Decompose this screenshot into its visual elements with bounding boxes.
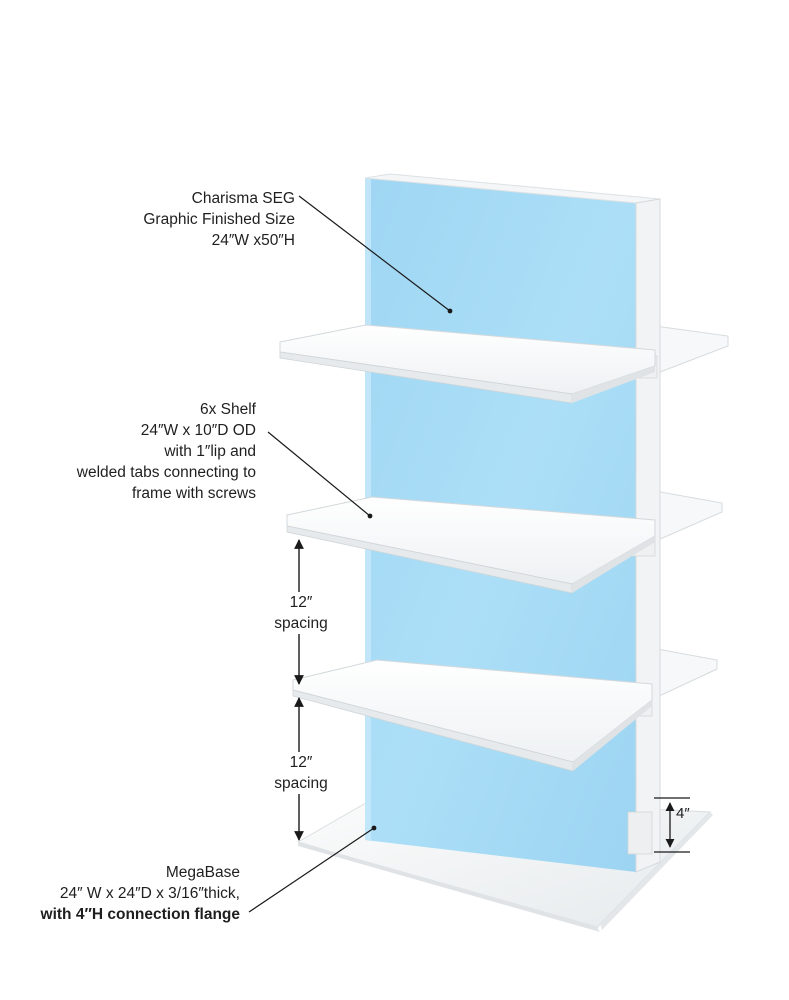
graphic-leader-line (298, 195, 451, 312)
graphic-dimensions: 24″W x50″H (211, 232, 295, 249)
shelf-tabs: welded tabs connecting to (76, 464, 256, 481)
base-dimensions: 24″ W x 24″D x 3/16″thick, (59, 885, 240, 902)
shelf-dimensions: 24″W x 10″D OD (140, 422, 256, 439)
shelf-2 (286, 496, 656, 594)
spacing-annotation-top: 12″ spacing (262, 592, 340, 634)
spacing-top-value: 12″ (289, 594, 313, 611)
graphic-subtitle: Graphic Finished Size (143, 211, 295, 228)
spacing-top-word: spacing (274, 615, 328, 632)
shelf-lip: with 1″lip and (164, 443, 256, 460)
shelf-screws: frame with screws (131, 485, 256, 502)
base-annotation: MegaBase 24″ W x 24″D x 3/16″thick, with… (41, 862, 240, 925)
base-title: MegaBase (165, 864, 240, 881)
flange-dimension (654, 797, 690, 853)
leader-lines (248, 195, 451, 913)
flange-height-label: 4″ (676, 805, 690, 822)
base-flange-note: with 4″H connection flange (40, 906, 240, 923)
base-leader-line (248, 827, 375, 913)
right-shelf-wings (651, 325, 729, 699)
shelf-1 (279, 324, 656, 404)
leader-dots (367, 308, 453, 831)
shelf-leader-line (267, 431, 371, 517)
shelf-3 (292, 659, 653, 772)
spacing-bottom-value: 12″ (289, 754, 313, 771)
shelf-annotation: 6x Shelf 24″W x 10″D OD with 1″lip and w… (77, 399, 256, 504)
graphic-annotation: Charisma SEG Graphic Finished Size 24″W … (143, 188, 295, 251)
spacing-bottom-word: spacing (274, 775, 328, 792)
shelf-title: 6x Shelf (199, 401, 256, 418)
graphic-title: Charisma SEG (191, 190, 295, 207)
spacing-annotation-bottom: 12″ spacing (262, 752, 340, 794)
